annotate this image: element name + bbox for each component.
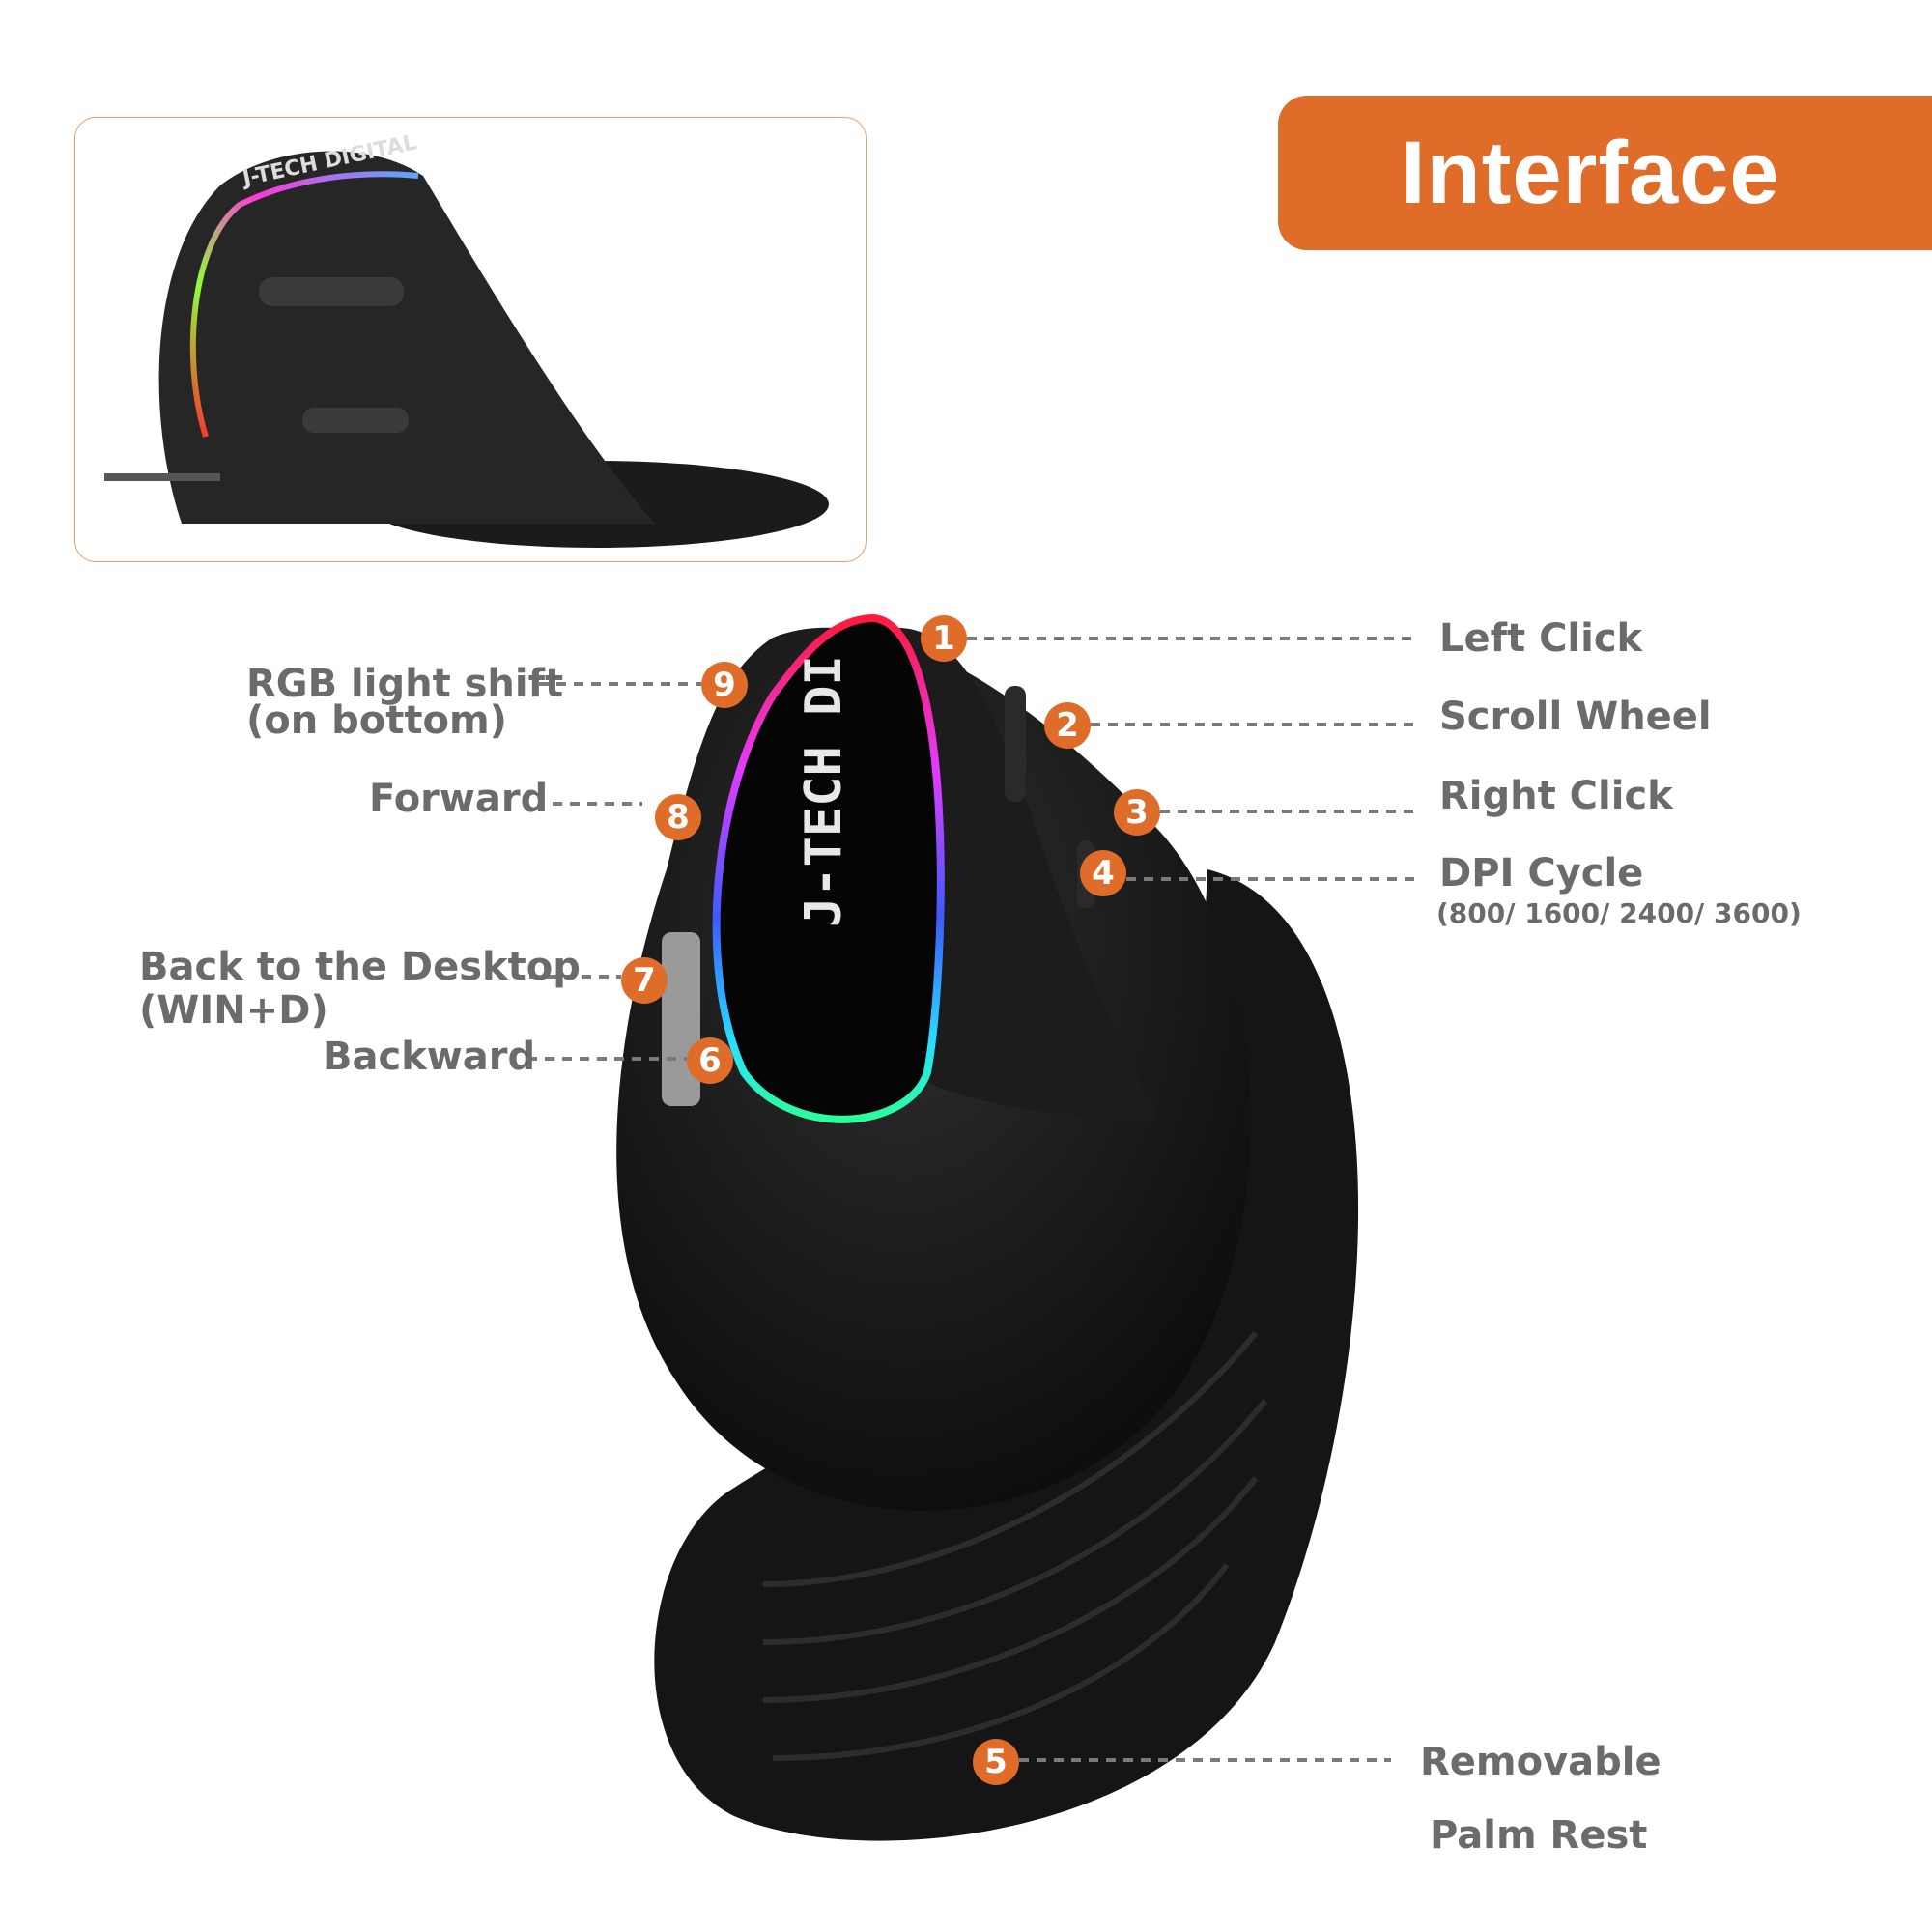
label-backward: Backward (323, 1035, 536, 1079)
label-back-to-desktop: Back to the Desktop (139, 945, 581, 989)
callout-badge-5: 5 (973, 1739, 1019, 1785)
label-palm-rest: Palm Rest (1430, 1813, 1648, 1858)
interface-banner: Interface (1278, 96, 1932, 250)
label-dpi-cycle: DPI Cycle (1439, 851, 1644, 895)
callout-lines (527, 637, 1415, 1762)
label-dpi-values: (800/ 1600/ 2400/ 3600) (1436, 897, 1802, 929)
callout-badge-1: 1 (921, 615, 967, 662)
callout-badge-7: 7 (621, 957, 668, 1004)
mouse-body: J-TECH DI (616, 613, 1251, 1511)
label-forward: Forward (369, 777, 549, 821)
side-buttons (662, 932, 700, 1106)
label-scroll-wheel: Scroll Wheel (1439, 695, 1712, 739)
callout-badge-9: 9 (701, 662, 748, 708)
label-right-click: Right Click (1439, 774, 1673, 818)
scroll-wheel (1005, 686, 1026, 802)
callout-badge-2: 2 (1044, 702, 1091, 749)
mouse-logo: J-TECH DI (795, 655, 853, 927)
label-removable: Removable (1420, 1740, 1662, 1784)
label-rgb-light-shift: RGB light shift (246, 662, 564, 706)
callout-badge-8: 8 (655, 794, 701, 840)
label-win-d: (WIN+D) (139, 988, 328, 1033)
callout-badge-4: 4 (1080, 850, 1126, 896)
banner-title: Interface (1401, 123, 1780, 222)
callout-badge-6: 6 (687, 1037, 733, 1084)
label-left-click: Left Click (1439, 616, 1643, 661)
mouse-side-view-image: J-TECH DIGITAL (104, 130, 829, 548)
side-view-thumbnail: J-TECH DIGITAL (74, 117, 867, 562)
label-on-bottom: (on bottom) (246, 698, 507, 743)
callout-badge-3: 3 (1114, 789, 1160, 836)
